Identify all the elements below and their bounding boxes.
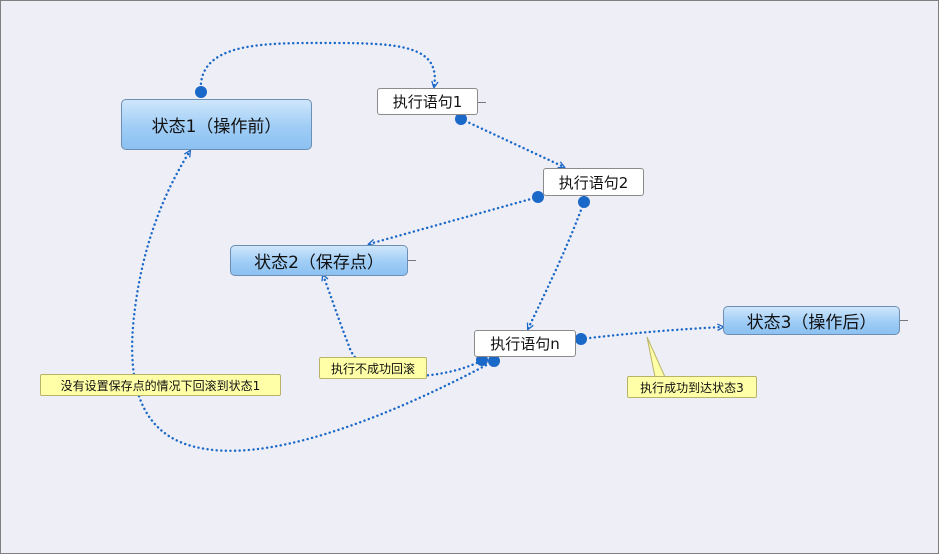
state3-label: 状态3（操作后） xyxy=(746,313,877,333)
stmt1-label: 执行语句1 xyxy=(392,93,463,111)
port-stmt2-right[interactable] xyxy=(578,196,590,208)
callout-success-text: 执行成功到达状态3 xyxy=(640,380,744,395)
link-state1-to-stmt1 xyxy=(199,41,435,95)
stmt1-tail xyxy=(478,102,486,103)
callout-fail-rollback: 执行不成功回滚 xyxy=(319,357,427,379)
state2-tail xyxy=(408,260,416,261)
stmt2-node[interactable]: 执行语句2 xyxy=(543,168,644,196)
port-stmt2-left[interactable] xyxy=(532,191,544,203)
port-stmtn-bottom-a[interactable] xyxy=(476,354,488,366)
state1-node[interactable]: 状态1（操作前） xyxy=(121,99,312,150)
port-stmt1[interactable] xyxy=(455,113,467,125)
stmtn-label: 执行语句n xyxy=(490,335,560,353)
state2-node[interactable]: 状态2（保存点） xyxy=(230,245,408,276)
port-state1-top[interactable] xyxy=(195,86,207,98)
callout-fail-rollback-text: 执行不成功回滚 xyxy=(330,361,415,376)
link-stmt2-to-stmtn xyxy=(526,200,586,329)
callout-success-pointer xyxy=(646,336,666,378)
stmt1-node[interactable]: 执行语句1 xyxy=(377,88,478,115)
state2-label: 状态2（保存点） xyxy=(254,253,384,273)
state3-tail xyxy=(900,320,908,321)
link-stmt2-to-state2 xyxy=(369,195,540,244)
port-stmtn-right[interactable] xyxy=(575,333,587,345)
link-stmt1-to-stmt2 xyxy=(459,117,564,169)
state1-label: 状态1（操作前） xyxy=(151,117,282,137)
link-stmtn-to-state3 xyxy=(579,327,723,341)
link-stmtn-to-state1 xyxy=(131,151,496,452)
callout-rollback-to-state1-text: 没有设置保存点的情况下回滚到状态1 xyxy=(60,378,261,393)
port-stmtn-bottom-b[interactable] xyxy=(488,355,500,367)
stmt2-label: 执行语句2 xyxy=(558,173,629,192)
callout-rollback-to-state1: 没有设置保存点的情况下回滚到状态1 xyxy=(40,374,281,396)
stmtn-node[interactable]: 执行语句n xyxy=(474,330,576,357)
state3-node[interactable]: 状态3（操作后） xyxy=(723,306,900,335)
callout-success: 执行成功到达状态3 xyxy=(627,376,757,398)
